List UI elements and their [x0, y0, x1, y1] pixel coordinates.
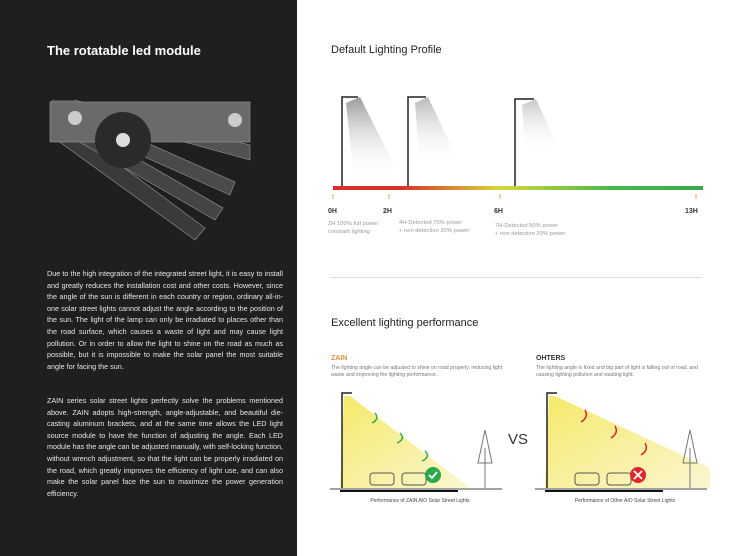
- performance-title: Excellent lighting performance: [331, 317, 479, 329]
- zain-description: The lighting angle can be adjusted to sh…: [331, 365, 503, 378]
- zain-illustration: [330, 392, 502, 492]
- others-caption: Performance of Other AIO Solar Street Li…: [574, 498, 676, 504]
- section-divider: [330, 277, 702, 278]
- zain-caption: Performance of ZAIN AIO Solar Street Lig…: [370, 498, 470, 504]
- check-icon: [425, 467, 441, 483]
- tick-13h: 13H: [685, 208, 698, 215]
- others-label: OHTERS: [536, 355, 566, 362]
- tick-2h: 2H: [383, 208, 392, 215]
- profile-desc-3: 7H-Detected 50% power+ non detection 20%…: [495, 223, 566, 237]
- zain-paragraph: ZAIN series solar street lights perfectl…: [47, 396, 283, 498]
- vs-label: VS: [508, 431, 529, 448]
- tick-0h: 0H: [328, 208, 337, 215]
- intro-paragraph: Due to the high integration of the integ…: [47, 269, 283, 371]
- profile-title: Default Lighting Profile: [331, 44, 442, 56]
- profile-desc-2: 4H-Detected 70% power+ non detection 30%…: [399, 220, 470, 234]
- lighting-profile-graphic: [332, 96, 703, 199]
- left-panel: The rotatable led module Due to the high…: [0, 0, 297, 556]
- others-description: The lighting angle is fixed and big part…: [536, 365, 699, 378]
- rotatable-led-module-image: [49, 100, 251, 241]
- module-title: The rotatable led module: [47, 43, 201, 58]
- zain-label: ZAIN: [331, 355, 348, 362]
- tick-6h: 6H: [494, 208, 503, 215]
- others-illustration: [535, 392, 710, 492]
